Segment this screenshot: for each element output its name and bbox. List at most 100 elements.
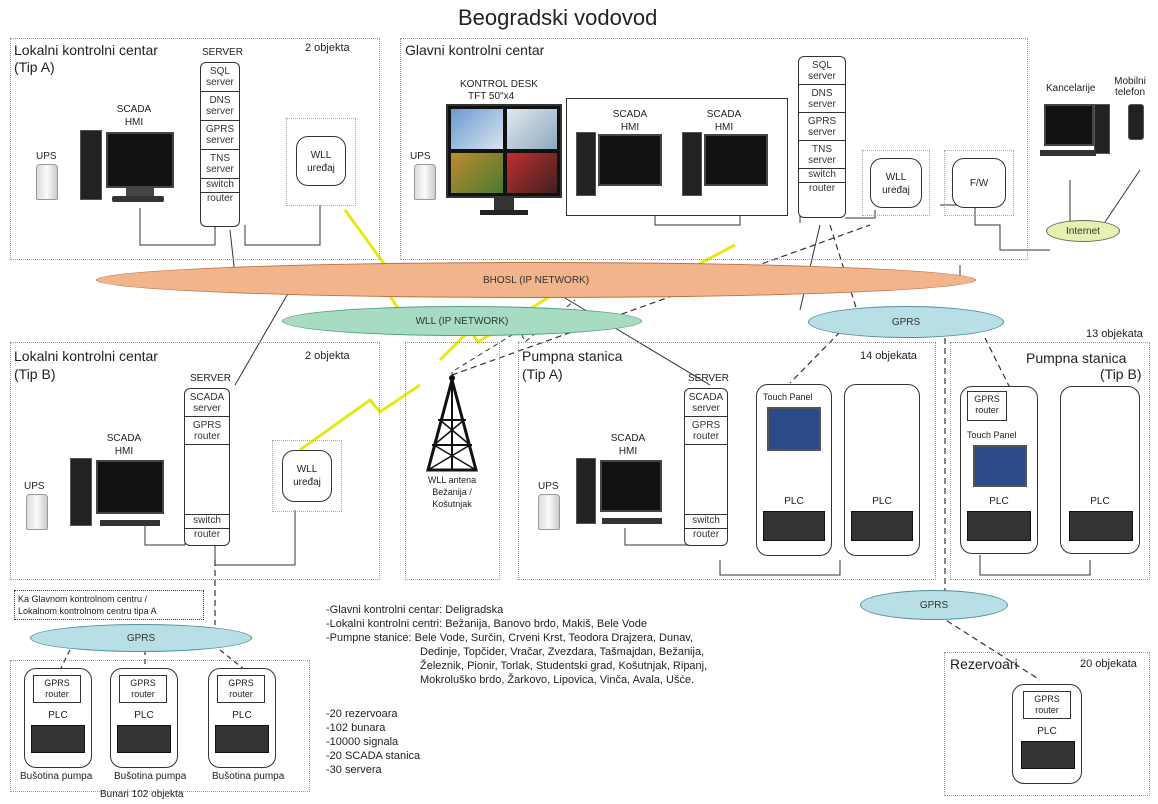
pc-tower-icon	[576, 132, 596, 196]
server-cell: SCADA server	[685, 389, 727, 417]
wire	[654, 215, 741, 226]
ups-icon	[36, 164, 58, 200]
wll-label: WLL uređaj	[882, 172, 910, 196]
ps-b-plc-cabinet-1: GPRS router Touch Panel PLC	[960, 386, 1038, 554]
region-antenna	[405, 342, 500, 580]
screen-icon	[451, 109, 503, 149]
desk-base-icon	[480, 210, 528, 215]
radio-link-icon	[299, 383, 421, 452]
bunar-cabinet: GPRS router PLC	[110, 668, 178, 768]
rezervoari-count: 20 objekata	[1080, 658, 1137, 670]
fw-label: F/W	[969, 178, 989, 189]
keyboard-icon	[112, 196, 164, 202]
server-cell: SQL server	[201, 63, 239, 92]
touch-panel-label: Touch Panel	[763, 392, 813, 402]
plc-icon	[763, 511, 825, 541]
server-cell: switch	[685, 515, 727, 529]
lkc-b-count: 2 objekta	[305, 350, 350, 362]
lkc-b-wll-frame	[272, 440, 342, 512]
screen-icon	[507, 153, 557, 193]
monitor-icon	[1044, 104, 1094, 146]
gkc-title: Glavni kontrolni centar	[405, 42, 545, 58]
gkc-desk-label: KONTROL DESK	[460, 79, 538, 90]
wire	[451, 224, 871, 376]
lkc-a-server-label: SERVER	[202, 47, 243, 58]
keyboard-icon	[602, 518, 662, 524]
note-line: -Lokalni kontrolni centri: Bežanija, Ban…	[326, 618, 648, 630]
wire	[845, 210, 876, 219]
server-cell: GPRS router	[685, 417, 727, 445]
firewall-device: F/W	[952, 158, 1006, 208]
screen-icon	[451, 153, 503, 193]
server-cell: DNS server	[799, 85, 845, 113]
plc-icon	[1021, 741, 1075, 769]
wire	[789, 331, 841, 384]
wire	[719, 560, 841, 576]
rezervoar-cabinet: GPRS router PLC	[1012, 684, 1082, 784]
monitor-icon	[106, 132, 174, 188]
ps-a-ups-label: UPS	[538, 481, 559, 492]
plc-label: PLC	[134, 710, 154, 721]
server-cell: SCADA server	[185, 389, 229, 417]
lkc-a-type: (Tip A)	[14, 59, 55, 75]
server-cell: router	[808, 183, 836, 194]
monitor-icon	[598, 134, 662, 186]
lkc-a-count: 2 objekta	[305, 42, 350, 54]
region-ps-b	[950, 342, 1150, 580]
rezervoari-title: Rezervoari	[950, 656, 1018, 672]
plc-icon	[215, 725, 269, 753]
monitor-icon	[704, 134, 768, 186]
pc-tower-icon	[1094, 104, 1110, 154]
gkc-scada2-label: SCADA HMI	[706, 109, 742, 133]
gprs-network: GPRS	[30, 624, 252, 652]
note-line: -Pumpne stanice: Bele Vode, Surčin, Crve…	[326, 632, 694, 644]
lkc-a-wll-frame	[286, 118, 356, 206]
lkc-a-scada-label: SCADA HMI	[116, 104, 152, 128]
server-cell: GPRS server	[201, 121, 239, 150]
server-cell: router	[193, 529, 221, 540]
wire	[1104, 169, 1141, 223]
note-line: Železnik, Pionir, Torlak, Studentski gra…	[420, 660, 708, 672]
wire	[214, 510, 296, 566]
mobilni-label: Mobilni telefon	[1114, 76, 1146, 98]
wll-network: WLL (IP NETWORK)	[282, 306, 642, 336]
gprs-router-label: GPRS router	[44, 678, 70, 699]
pc-tower-icon	[682, 132, 702, 196]
gkc-desk-sub: TFT 50"x4	[468, 91, 515, 102]
gprs-router-box: GPRS router	[967, 391, 1007, 421]
pump-label: Bušotina pumpa	[212, 771, 285, 782]
server-cell	[185, 445, 229, 515]
server-cell: DNS server	[201, 92, 239, 121]
antenna-label-3: Košutnjak	[432, 499, 472, 509]
note-line: -Glavni kontrolni centar: Deligradska	[326, 604, 504, 616]
ps-a-plc-cabinet-2: PLC	[844, 384, 920, 556]
lkc-a-wll-device: WLL uređaj	[296, 136, 346, 186]
wll-label: WLL uređaj	[307, 150, 335, 174]
wire	[234, 289, 291, 386]
stat-line: -102 bunara	[326, 722, 386, 734]
lkc-a-title: Lokalni kontrolni centar	[14, 42, 158, 58]
touch-panel-icon	[767, 407, 821, 451]
keyboard-icon	[100, 520, 160, 526]
antenna-label-2: Bežanija /	[432, 487, 472, 497]
internet-cloud: Internet	[1046, 220, 1120, 242]
pc-tower-icon	[576, 458, 596, 524]
plc-label: PLC	[872, 496, 892, 507]
server-cell: switch	[201, 179, 239, 193]
screen-icon	[507, 109, 557, 149]
stat-line: -30 servera	[326, 764, 382, 776]
region-rezervoari	[944, 652, 1150, 796]
ps-a-title: Pumpna stanica	[522, 348, 623, 364]
ps-b-type: (Tip B)	[1100, 366, 1142, 382]
lkc-b-server-label: SERVER	[190, 373, 231, 384]
gprs-router-box: GPRS router	[217, 675, 265, 703]
server-cell: router	[206, 193, 234, 204]
ps-b-count: 13 objekata	[1086, 328, 1143, 340]
bunari-footer: Bunari 102 objekta	[100, 789, 184, 800]
kancelarije-label: Kancelarije	[1046, 83, 1096, 94]
page-title: Beogradski vodovod	[458, 5, 658, 30]
ps-a-plc-cabinet-1: Touch Panel PLC	[756, 384, 832, 556]
bhosl-network: BHOSL (IP NETWORK)	[96, 262, 976, 298]
lkc-b-note: Ka Glavnom kontrolnom centru / Lokalnom …	[14, 590, 204, 620]
